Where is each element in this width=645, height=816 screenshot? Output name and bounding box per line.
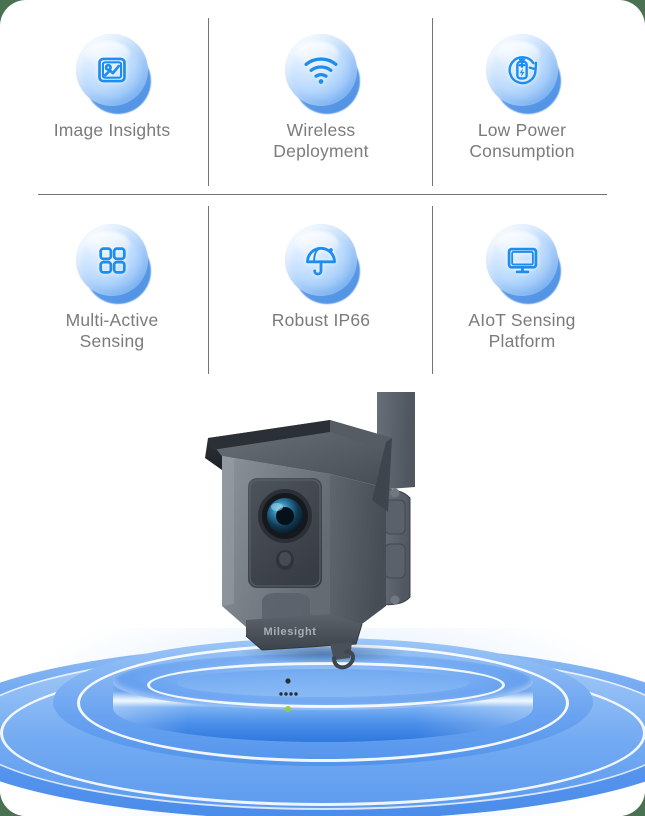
feature-grid: Image Insights <box>0 0 645 395</box>
camera-led-row <box>279 692 298 696</box>
feature-label: Wireless Deployment <box>273 120 369 161</box>
feature-item-low-power[interactable]: Low Power Consumption <box>422 34 622 162</box>
feature-icon-bubble <box>76 34 151 114</box>
feature-icon-bubble <box>486 224 561 304</box>
grid-divider-vertical-1 <box>208 18 209 186</box>
camera-status-led <box>285 706 291 712</box>
monitor-icon <box>486 224 558 296</box>
grid-divider-vertical-2 <box>432 18 433 186</box>
camera-led-top <box>285 678 291 684</box>
feature-icon-bubble <box>486 34 561 114</box>
feature-icon-bubble <box>285 224 360 304</box>
grid-divider-vertical-3 <box>208 206 209 374</box>
feature-item-wireless-deployment[interactable]: Wireless Deployment <box>221 34 421 162</box>
feature-item-image-insights[interactable]: Image Insights <box>12 34 212 141</box>
grid-divider-vertical-4 <box>432 206 433 374</box>
feature-label: Low Power Consumption <box>469 120 575 161</box>
feature-label: AIoT Sensing Platform <box>468 310 576 351</box>
product-podium <box>112 654 533 764</box>
feature-label: Robust IP66 <box>271 310 371 330</box>
podium-top-inner <box>176 669 469 697</box>
feature-icon-bubble <box>76 224 151 304</box>
feature-item-robust-ip66[interactable]: Robust IP66 <box>221 224 421 331</box>
battery-recharge-icon <box>486 34 558 106</box>
product-brand-text: Milesight <box>263 626 316 638</box>
camera-mount-stub <box>330 642 355 670</box>
feature-label: Multi-Active Sensing <box>65 310 159 351</box>
grid-four-squares-icon <box>76 224 148 296</box>
product-camera[interactable]: Milesight <box>0 392 645 816</box>
product-hero: Milesight <box>0 392 645 816</box>
podium-top-ring <box>146 662 505 708</box>
feature-item-aiot-platform[interactable]: AIoT Sensing Platform <box>422 224 622 352</box>
feature-item-multi-active-sensing[interactable]: Multi-Active Sensing <box>12 224 212 352</box>
feature-icon-bubble <box>285 34 360 114</box>
wifi-icon <box>285 34 357 106</box>
umbrella-icon <box>285 224 357 296</box>
feature-label: Image Insights <box>53 120 171 140</box>
grid-divider-horizontal <box>38 194 607 195</box>
image-chart-icon <box>76 34 148 106</box>
